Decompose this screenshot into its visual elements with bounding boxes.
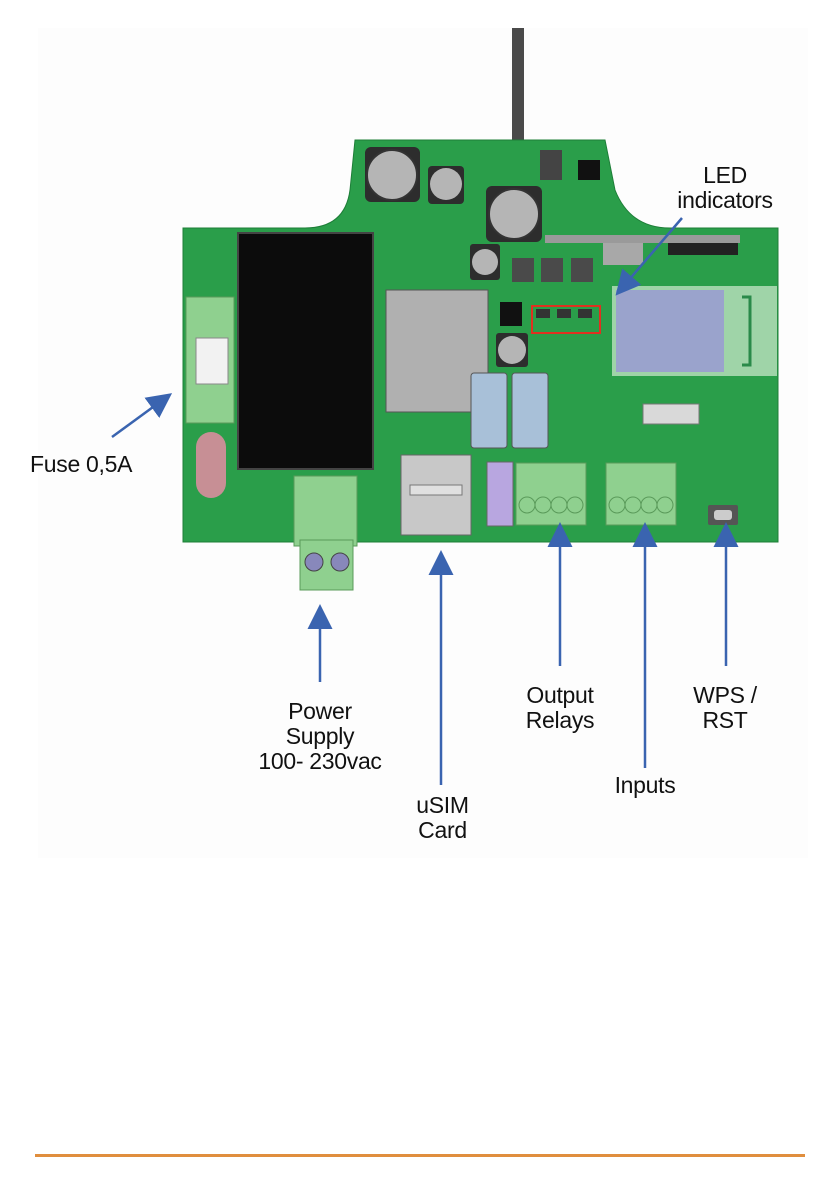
power-module <box>238 233 373 469</box>
label-power-supply: Power Supply 100- 230vac <box>240 699 400 774</box>
ic-chip <box>500 302 522 326</box>
chip <box>578 160 600 180</box>
label-fuse: Fuse 0,5A <box>30 452 160 477</box>
crystal <box>603 243 643 265</box>
capacitor <box>496 333 528 367</box>
inputs-terminal <box>606 463 676 525</box>
expansion-connector <box>487 462 513 526</box>
label-inputs: Inputs <box>595 773 695 798</box>
capacitor <box>486 186 542 242</box>
wps-rst-button <box>708 505 738 525</box>
relay <box>512 373 548 448</box>
label-wps-rst: WPS / RST <box>675 683 775 733</box>
fuse-holder <box>186 297 234 423</box>
usim-card-slot <box>401 455 471 535</box>
antenna-connector <box>540 150 562 180</box>
header-connector <box>643 404 699 424</box>
footer-rule <box>35 1154 805 1157</box>
label-usim-card: uSIM Card <box>395 793 490 843</box>
wifi-module <box>612 286 777 376</box>
ic-chip <box>541 258 563 282</box>
capacitor <box>428 166 464 204</box>
relay <box>471 373 507 448</box>
ic-chip <box>571 258 593 282</box>
pin-header <box>545 235 740 243</box>
capacitor <box>365 147 420 202</box>
output-relays-terminal <box>516 463 586 525</box>
label-led-indicators: LED indicators <box>660 163 790 213</box>
ic-chip <box>512 258 534 282</box>
arrow-fuse <box>112 399 164 437</box>
power-supply-terminal <box>294 476 357 590</box>
capacitor <box>470 244 500 280</box>
label-output-relays: Output Relays <box>505 683 615 733</box>
varistor <box>196 432 226 498</box>
pin-header-base <box>668 243 738 255</box>
